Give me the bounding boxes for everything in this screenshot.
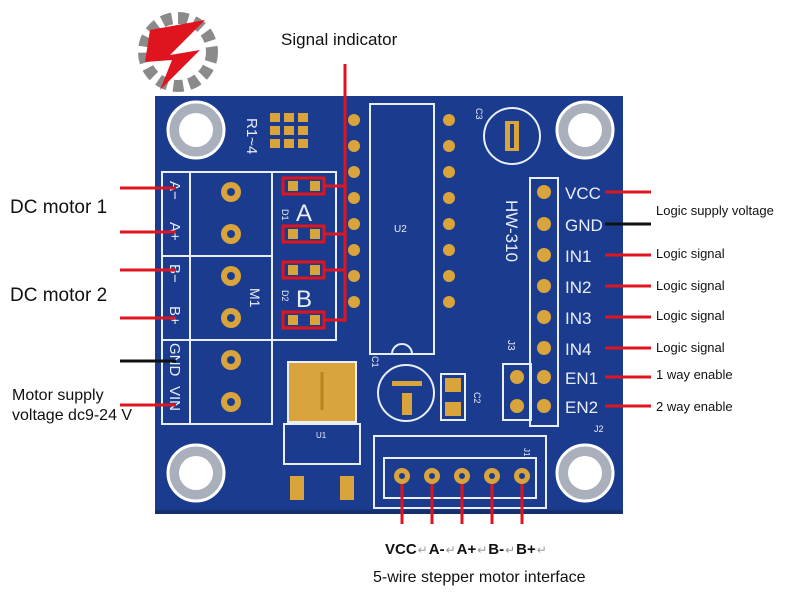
silk-m1: M1 bbox=[247, 288, 263, 308]
label-logic-supply-voltage: Logic supply voltage bbox=[656, 203, 774, 218]
header-label-en2: EN2 bbox=[565, 398, 598, 417]
mounting-hole-bottom-right bbox=[557, 445, 613, 501]
label-motor-supply-line2: voltage dc9-24 V bbox=[12, 407, 132, 425]
label-dc-motor-1: DC motor 1 bbox=[10, 197, 107, 219]
header-label-in1: IN1 bbox=[565, 247, 591, 266]
silk-d1: D1 bbox=[280, 209, 290, 221]
silk-b: B bbox=[296, 286, 312, 313]
stepper-pin-b-minus: B- bbox=[488, 541, 504, 558]
silk-j1: J1 bbox=[522, 448, 531, 457]
terminal-label-a-minus: A− bbox=[166, 181, 183, 200]
label-two-way-enable: 2 way enable bbox=[656, 399, 733, 414]
pin-separator: ↵ bbox=[477, 543, 487, 557]
label-motor-supply-line1: Motor supply bbox=[12, 387, 104, 405]
silk-u2: U2 bbox=[394, 224, 407, 235]
pin-separator: ↵ bbox=[446, 543, 456, 557]
silk-j3: J3 bbox=[505, 340, 516, 351]
label-logic-signal-2: Logic signal bbox=[656, 278, 725, 293]
label-dc-motor-2: DC motor 2 bbox=[10, 285, 107, 307]
label-logic-signal-3: Logic signal bbox=[656, 308, 725, 323]
silk-c3: C3 bbox=[474, 108, 484, 120]
silk-u1: U1 bbox=[316, 431, 327, 440]
mounting-hole-top-left bbox=[168, 102, 224, 158]
silk-c2: C2 bbox=[472, 392, 482, 404]
label-signal-indicator: Signal indicator bbox=[281, 30, 397, 50]
stepper-pin-row: VCC↵A-↵A+↵B-↵B+↵ bbox=[385, 541, 548, 558]
brand-logo-icon bbox=[144, 18, 212, 90]
stepper-pin-a-plus: A+ bbox=[457, 541, 477, 558]
pin-separator: ↵ bbox=[537, 543, 547, 557]
terminal-label-vin: VIN bbox=[166, 386, 183, 411]
silk-d2: D2 bbox=[280, 290, 290, 302]
label-stepper-interface: 5-wire stepper motor interface bbox=[373, 569, 586, 587]
header-label-in2: IN2 bbox=[565, 278, 591, 297]
silk-j2: J2 bbox=[594, 424, 604, 434]
header-label-in3: IN3 bbox=[565, 309, 591, 328]
silk-c1: C1 bbox=[370, 356, 380, 368]
label-one-way-enable: 1 way enable bbox=[656, 367, 733, 382]
resistor-array bbox=[270, 113, 308, 148]
stepper-pin-a-minus: A- bbox=[429, 541, 445, 558]
stepper-pin-b-plus: B+ bbox=[516, 541, 536, 558]
mounting-hole-top-right bbox=[557, 102, 613, 158]
pin-separator: ↵ bbox=[418, 543, 428, 557]
label-logic-signal-1: Logic signal bbox=[656, 246, 725, 261]
board-model: HW-310 bbox=[502, 200, 521, 262]
header-label-in4: IN4 bbox=[565, 340, 591, 359]
header-label-vcc: VCC bbox=[565, 184, 601, 203]
mounting-hole-bottom-left bbox=[168, 445, 224, 501]
stepper-pin-vcc: VCC bbox=[385, 541, 417, 558]
silk-resistors: R1~4 bbox=[243, 118, 260, 154]
pin-separator: ↵ bbox=[505, 543, 515, 557]
header-label-en1: EN1 bbox=[565, 369, 598, 388]
terminal-label-b-minus: B− bbox=[166, 264, 183, 283]
silk-a: A bbox=[296, 200, 312, 227]
label-logic-signal-4: Logic signal bbox=[656, 340, 725, 355]
terminal-label-b-plus: B+ bbox=[166, 306, 183, 325]
header-label-gnd: GND bbox=[565, 216, 603, 235]
